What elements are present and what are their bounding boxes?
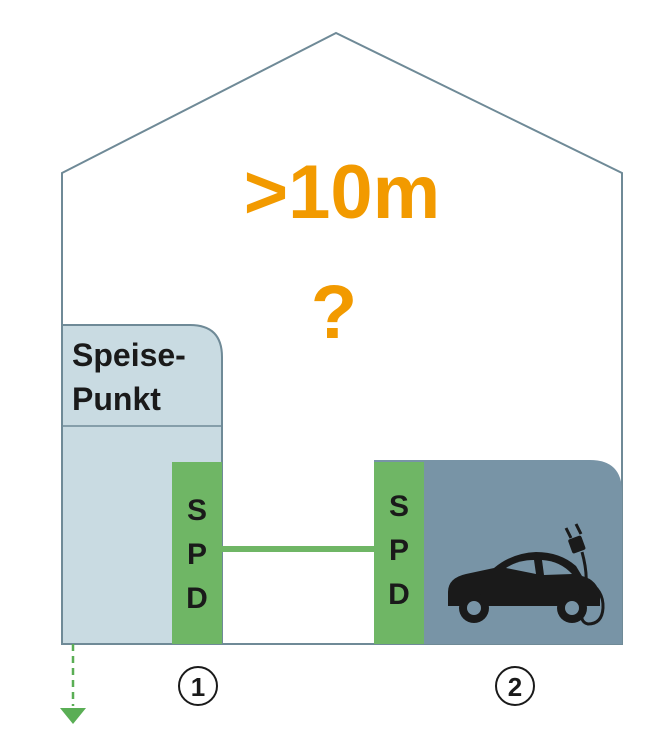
spd-right-letter-s: S	[389, 490, 409, 523]
marker-1: 1	[178, 666, 218, 706]
marker-2-label: 2	[508, 672, 522, 702]
spd-left-letter-p: P	[187, 538, 207, 571]
distance-label: >10m	[244, 150, 441, 235]
spd-right-letter-d: D	[388, 578, 410, 611]
spd-right	[374, 462, 424, 644]
ev-car-icon	[448, 552, 600, 623]
spd-left-letter-d: D	[186, 582, 208, 615]
spd-left	[172, 462, 222, 644]
ground-arrow-icon	[60, 644, 86, 724]
question-mark: ?	[311, 270, 357, 355]
spd-right-letter-p: P	[389, 534, 409, 567]
marker-2: 2	[495, 666, 535, 706]
spd-left-letter-s: S	[187, 494, 207, 527]
plug-icon	[564, 523, 605, 626]
feed-point-label-line2: Punkt	[72, 381, 161, 417]
feed-point-label-line1: Speise-	[72, 337, 186, 373]
marker-1-label: 1	[191, 672, 205, 702]
